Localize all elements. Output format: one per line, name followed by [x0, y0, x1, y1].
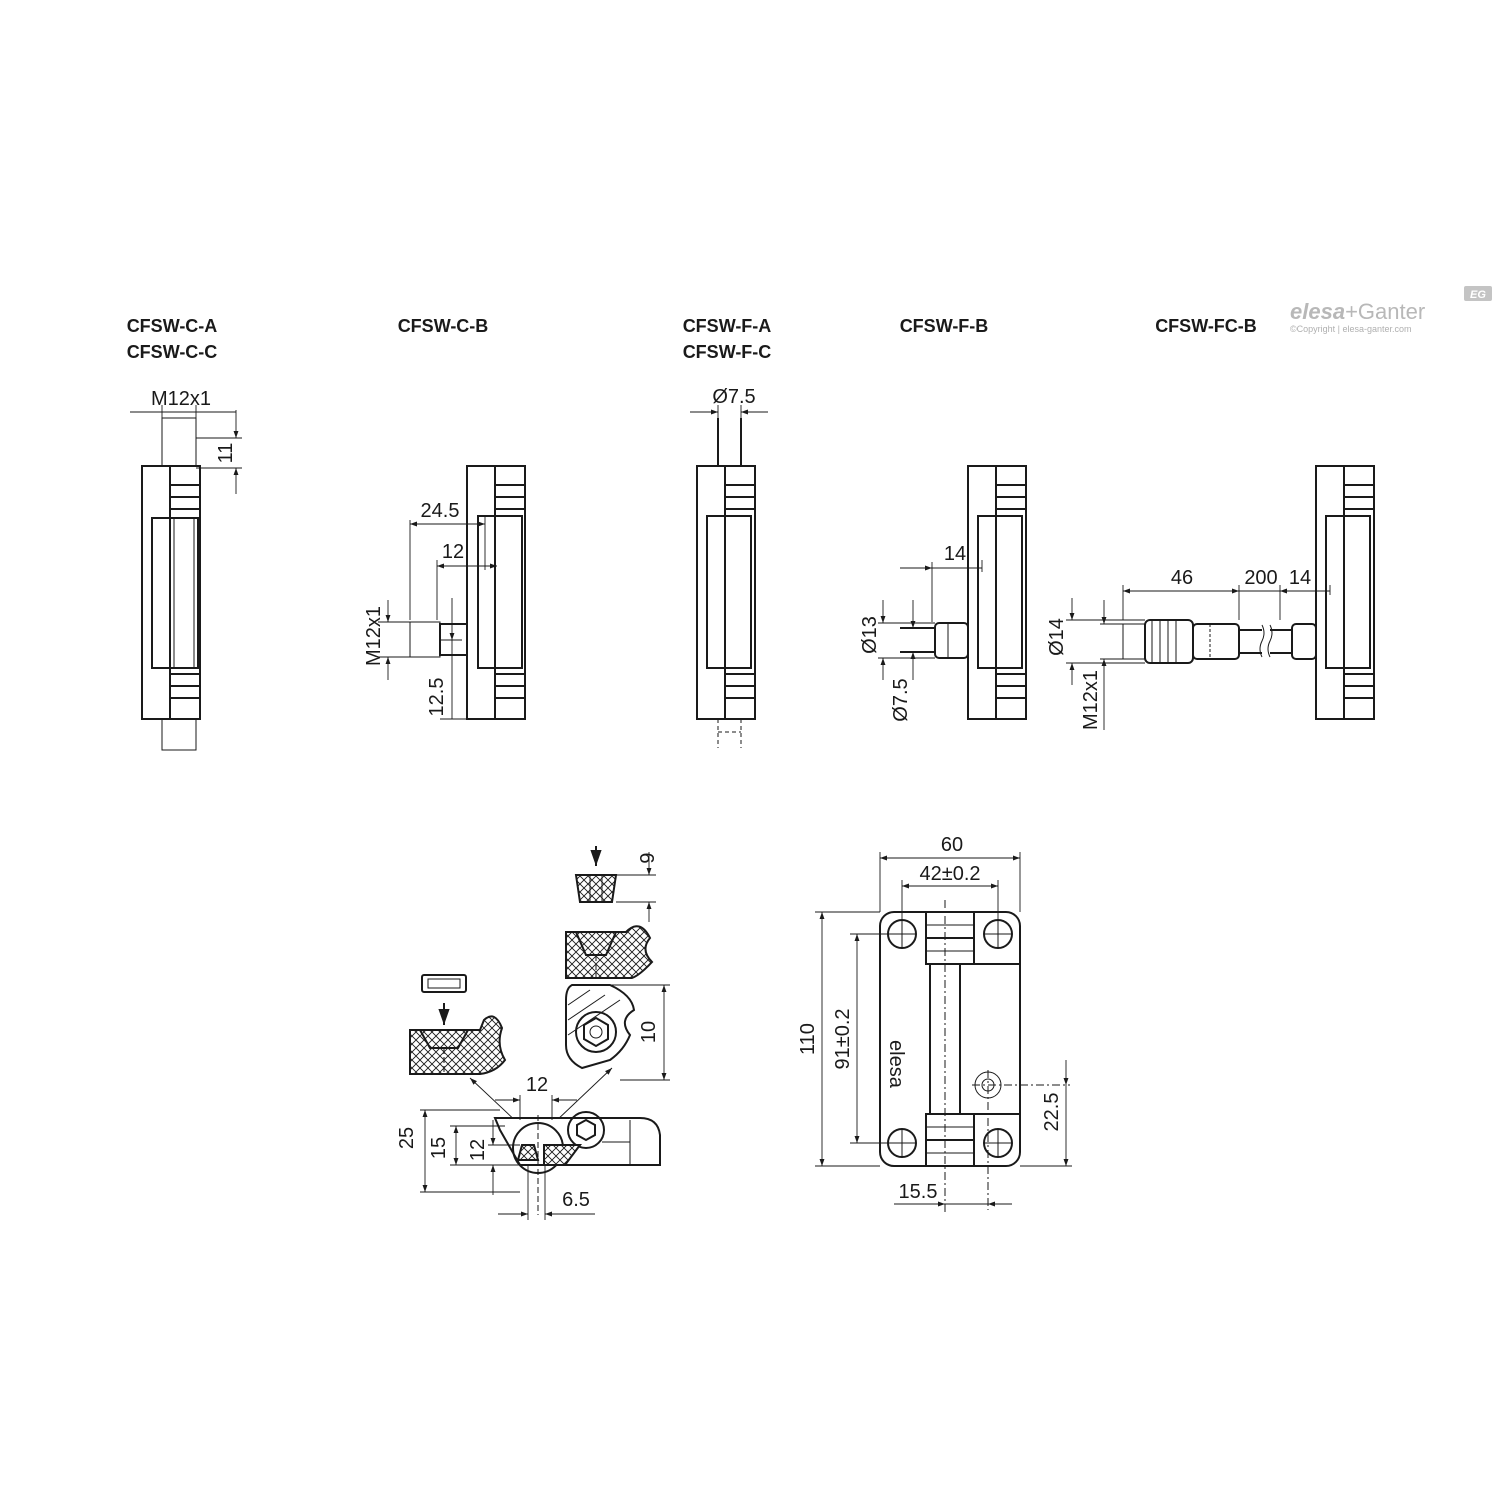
dim-fc-b-dia: Ø14: [1046, 618, 1068, 656]
logo-wordmark: elesa+Ganter: [1290, 299, 1425, 324]
dim-fc-b-thread: M12x1: [1080, 670, 1102, 730]
view-fc-b: 46 200 14 Ø14 M12x1: [1046, 465, 1375, 730]
variant-title-c-c: CFSW-C-C: [127, 342, 218, 362]
dim-fc-b-gland: 14: [1289, 567, 1311, 589]
view-c-a: M12x1 11: [130, 388, 242, 751]
variant-title-c-b: CFSW-C-B: [398, 316, 489, 336]
cable-gland: [934, 622, 969, 659]
dim-f-b-cable: Ø7.5: [890, 678, 912, 721]
dim-mount-w65: 6.5: [562, 1189, 590, 1211]
dim-c-a-length: 11: [215, 443, 237, 464]
section-left: [409, 1015, 507, 1075]
thread-top: [161, 417, 197, 469]
brand-logo: elesa+Ganter EG ©Copyright | elesa-gante…: [1290, 286, 1492, 334]
view-c-b: 24.5 12 M12x1 12.5: [363, 465, 526, 720]
dim-mount-cap: 6: [635, 852, 657, 863]
view-front: elesa 60 42±0.2 110 91±0.2 22.5 15.5: [797, 834, 1072, 1215]
logo-copyright: ©Copyright | elesa-ganter.com: [1290, 324, 1412, 334]
dim-front-width: 60: [941, 834, 963, 856]
dim-mount-h10: 10: [638, 1021, 660, 1043]
dim-front-pitch: 91±0.2: [832, 1008, 854, 1069]
dim-mount-h12: 12: [467, 1139, 489, 1161]
dim-c-b-height: 12.5: [426, 678, 448, 717]
dim-mount-h15: 15: [428, 1137, 450, 1159]
dim-f-b-gland: 14: [944, 543, 966, 565]
view-mounting: 6 10 12: [396, 846, 670, 1220]
variant-title-fc-b: CFSW-FC-B: [1155, 316, 1257, 336]
mount-hole-bl: [887, 1128, 917, 1158]
dim-front-offset-r: 22.5: [1041, 1093, 1063, 1132]
view-f-a: Ø7.5: [690, 386, 768, 748]
mount-hole-tr: [983, 919, 1013, 949]
variant-title-f-b: CFSW-F-B: [900, 316, 989, 336]
front-marking: elesa: [885, 1040, 907, 1089]
logo-badge: [1464, 286, 1492, 301]
mount-hole-tl: [887, 919, 917, 949]
dim-front-holes: 42±0.2: [919, 863, 980, 885]
dim-c-a-thread: M12x1: [151, 388, 211, 410]
thread-bottom: [161, 717, 197, 751]
dim-mount-h25: 25: [396, 1127, 418, 1149]
dim-c-b-offset: 24.5: [421, 500, 460, 522]
dim-mount-w12: 12: [526, 1074, 548, 1096]
dim-fc-b-cable: 200: [1244, 567, 1277, 589]
dim-f-b-outer: Ø13: [859, 616, 881, 654]
dim-fc-b-connector: 46: [1171, 567, 1193, 589]
cover-cap: [421, 974, 467, 993]
section-right: [565, 925, 654, 979]
nut-insert: [574, 874, 618, 903]
thread-side: [409, 621, 441, 658]
variant-title-c-a: CFSW-C-A: [127, 316, 218, 336]
hinge-front: [879, 911, 1021, 1167]
logo-badge-text: EG: [1470, 289, 1486, 301]
dim-c-b-thread: M12x1: [363, 606, 385, 666]
view-f-b: 14 Ø13 Ø7.5: [859, 465, 1027, 722]
dim-f-a-cable: Ø7.5: [712, 386, 755, 408]
variant-title-f-a: CFSW-F-A: [683, 316, 772, 336]
connector-thread: [1122, 623, 1146, 660]
mount-hole-br: [983, 1128, 1013, 1158]
dim-front-offset-b: 15.5: [899, 1181, 938, 1203]
dim-c-b-connector: 12: [442, 541, 464, 563]
dim-front-height: 110: [797, 1023, 819, 1055]
variant-title-f-c: CFSW-F-C: [683, 342, 772, 362]
